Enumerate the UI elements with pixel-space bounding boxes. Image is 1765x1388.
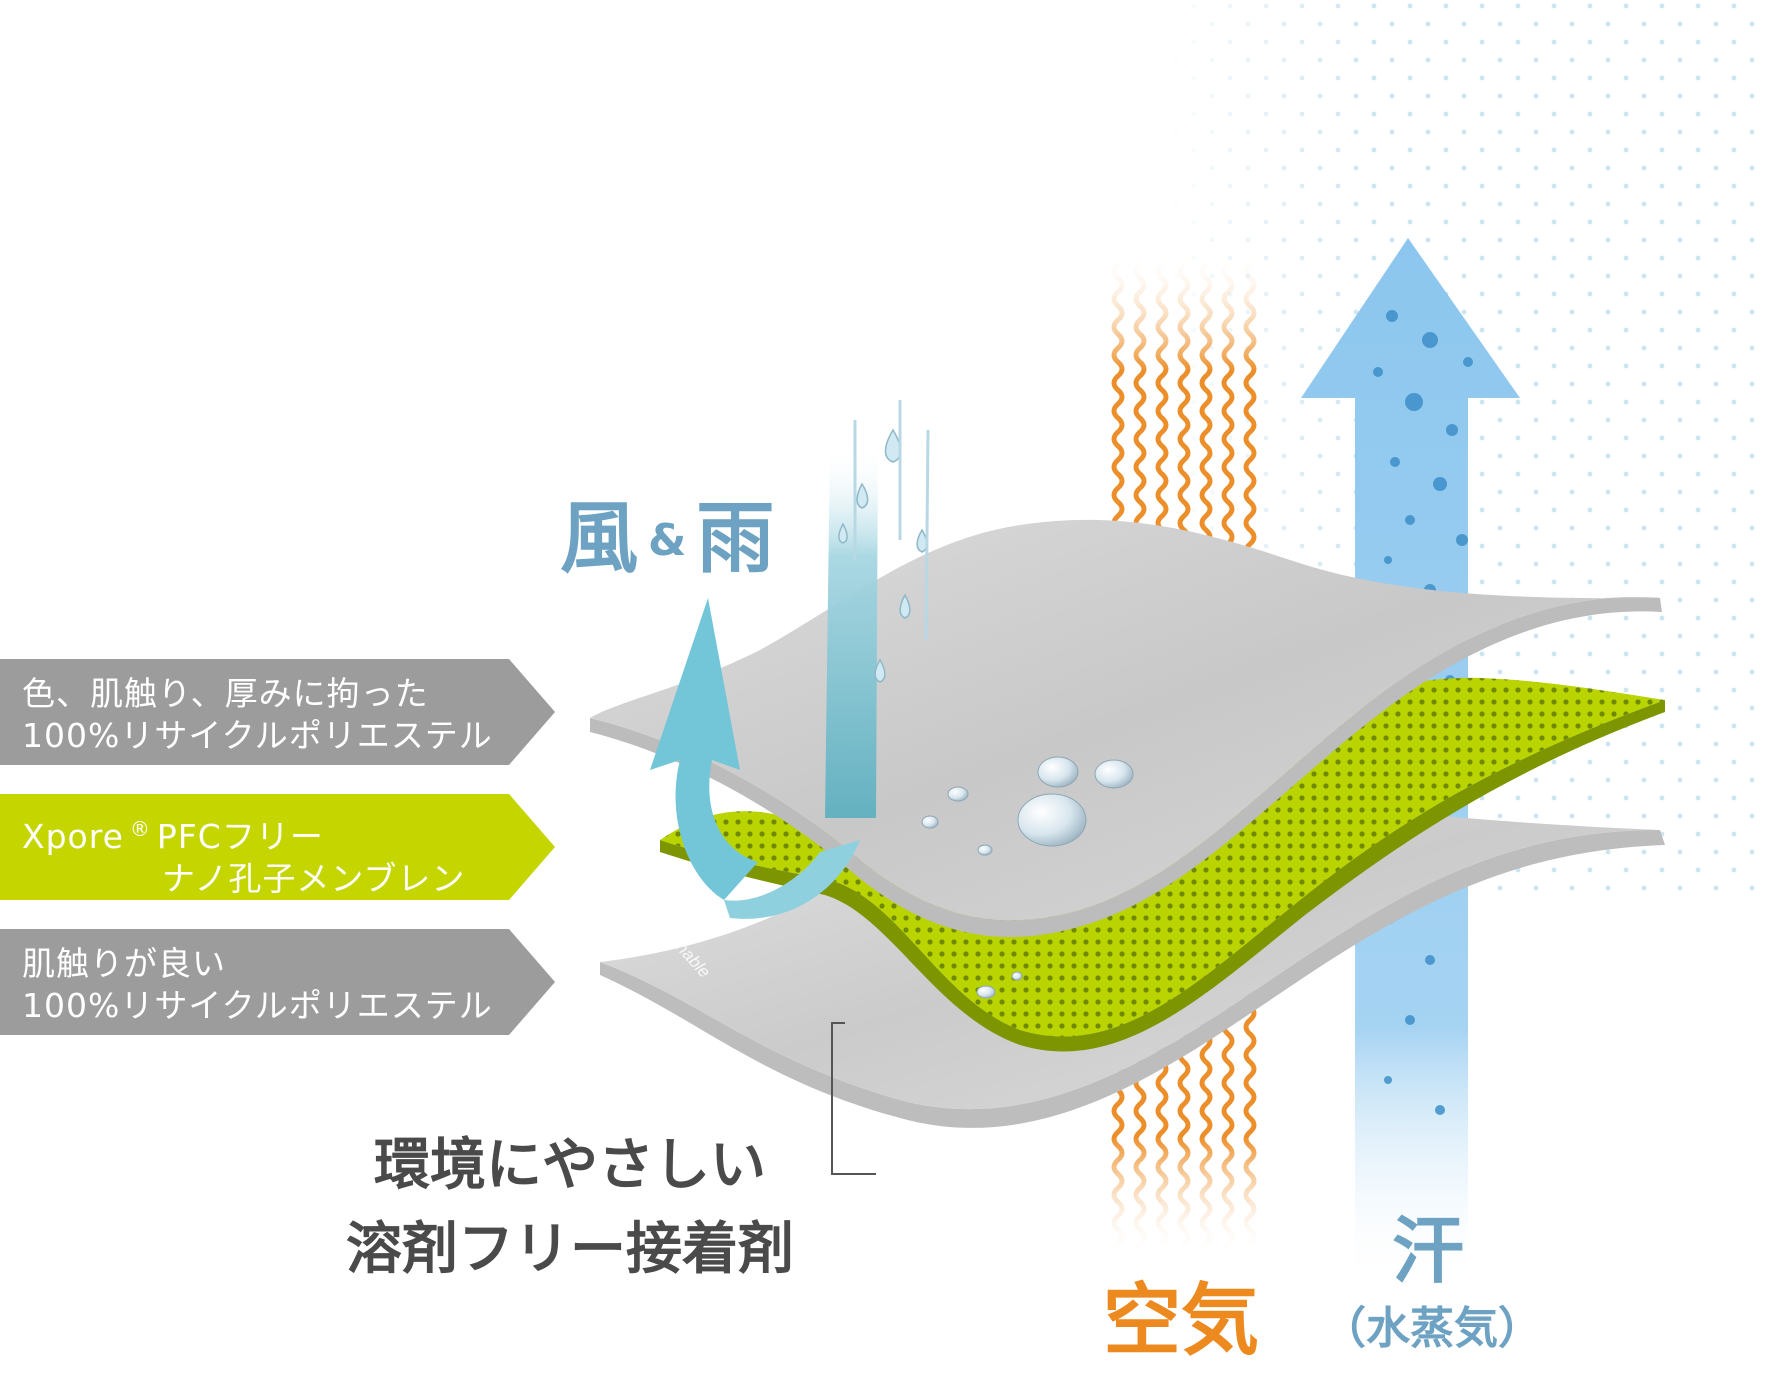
registered-mark: ® bbox=[129, 817, 151, 841]
rain-text: 雨 bbox=[696, 494, 775, 584]
water-droplets bbox=[921, 756, 1134, 999]
sweat-bubble bbox=[1405, 1015, 1415, 1025]
air-label: 空気 bbox=[1103, 1276, 1260, 1366]
sweat-bubble bbox=[1435, 1105, 1445, 1115]
outer-fabric-line1: 色、肌触り、厚みに拘った bbox=[22, 674, 429, 713]
sweat-bubble bbox=[1384, 556, 1392, 564]
membrane-brand: Xpore bbox=[22, 817, 124, 856]
inner-fabric-line2: 100%リサイクルポリエステル bbox=[22, 986, 493, 1025]
adhesive-line2: 溶剤フリー接着剤 bbox=[346, 1217, 794, 1282]
layer-tag-outer-fabric: 色、肌触り、厚みに拘った 100%リサイクルポリエステル bbox=[0, 659, 555, 765]
membrane-line2: ナノ孔子メンブレン bbox=[162, 859, 466, 898]
ampersand: & bbox=[648, 515, 687, 566]
sweat-bubble bbox=[1456, 534, 1468, 546]
sweat-bubble bbox=[1425, 955, 1435, 965]
wind-text: 風 bbox=[560, 494, 639, 584]
layer-tag-inner-fabric: 肌触りが良い 100%リサイクルポリエステル bbox=[0, 929, 555, 1035]
adhesive-line1: 環境にやさしい bbox=[374, 1133, 766, 1198]
sweat-bubble bbox=[1446, 424, 1458, 436]
sweat-bubble bbox=[1422, 332, 1438, 348]
sweat-bubble bbox=[1390, 457, 1400, 467]
adhesive-bracket bbox=[831, 1022, 876, 1175]
bottom-fabric-layer bbox=[600, 830, 1665, 1128]
sweat-bubble bbox=[1384, 1076, 1392, 1084]
wind-rain-label: 風&雨 bbox=[560, 476, 774, 588]
outer-fabric-line2: 100%リサイクルポリエステル bbox=[22, 716, 493, 755]
sweat-sub-label: （水蒸気） bbox=[1322, 1303, 1542, 1354]
wind-rain-arrow bbox=[650, 400, 930, 919]
sweat-bubble bbox=[1463, 357, 1473, 367]
adhesive-label: 環境にやさしい 溶剤フリー接着剤 bbox=[290, 1124, 850, 1292]
sweat-bubble bbox=[1386, 310, 1398, 322]
membrane-pfc: PFCフリー bbox=[156, 817, 324, 856]
membrane-line1: Xpore®PFCフリー bbox=[22, 808, 555, 858]
sweat-bubble bbox=[1433, 477, 1447, 491]
sweat-bubble bbox=[1373, 367, 1383, 377]
layer-tag-membrane: Xpore®PFCフリー ナノ孔子メンブレン bbox=[0, 794, 555, 900]
sweat-label: 汗 bbox=[1392, 1209, 1465, 1293]
sweat-bubble bbox=[1405, 393, 1423, 411]
sweat-bubble bbox=[1405, 515, 1415, 525]
inner-fabric-line1: 肌触りが良い bbox=[22, 944, 226, 983]
